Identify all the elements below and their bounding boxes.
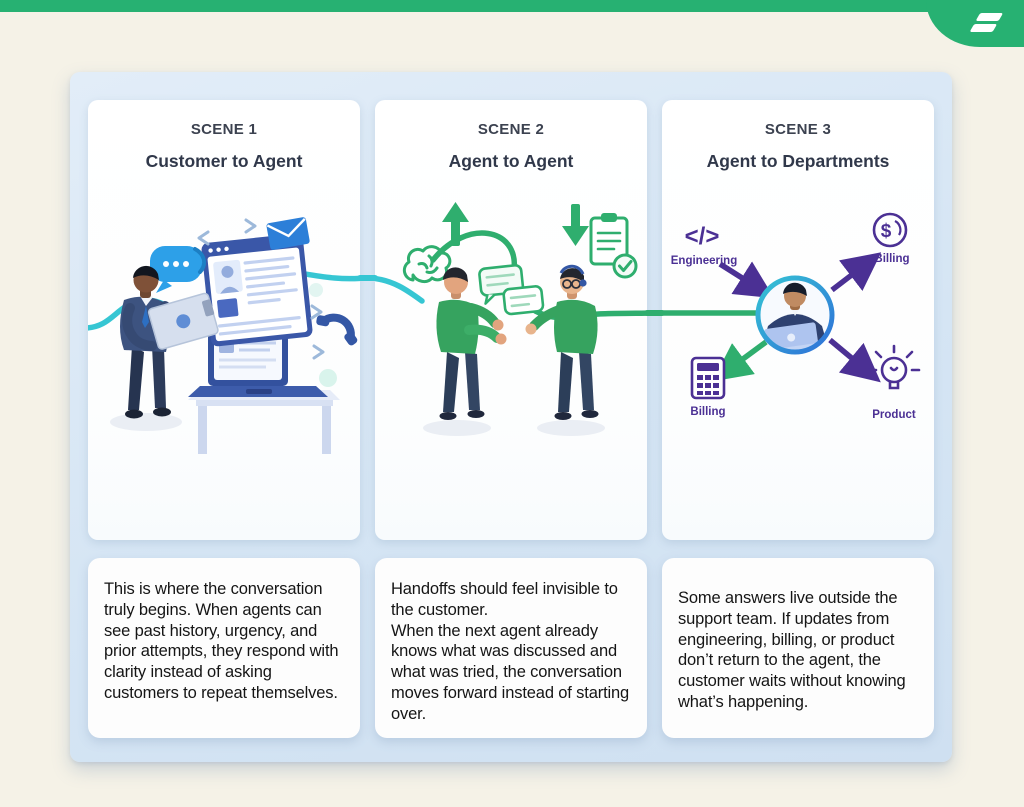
customer-figure <box>110 265 219 431</box>
main-panel: SCENE 1 Customer to Agent <box>70 72 952 762</box>
billing-calculator-icon <box>690 356 726 400</box>
flow-connector-teal <box>357 275 378 281</box>
svg-text:$: $ <box>881 221 892 242</box>
product-lightbulb-icon <box>867 344 921 390</box>
engineering-label: Engineering <box>671 255 737 267</box>
scene2-text-card: Handoffs should feel invisible to the cu… <box>375 558 647 738</box>
product-label: Product <box>872 409 916 421</box>
chat-bubble-icon <box>150 246 206 293</box>
browser-window-icon <box>201 233 313 347</box>
arrow-up-icon <box>442 202 469 246</box>
scene2-description: Handoffs should feel invisible to the cu… <box>391 580 630 723</box>
brand-stripes-icon <box>969 13 1004 34</box>
scene3-illustration: </> Engineering $ Billing <box>662 178 934 540</box>
scene1-illustration <box>88 178 360 540</box>
billing-bottom-label: Billing <box>690 406 725 418</box>
scene1-title: Customer to Agent <box>145 151 303 171</box>
department-arrows <box>712 252 882 383</box>
flow-connector-green <box>644 310 665 316</box>
billing-dollar-icon: $ <box>872 212 908 248</box>
scene1-text-card: This is where the conversation truly beg… <box>88 558 360 738</box>
scene3-text-card: Some answers live outside the support te… <box>662 558 934 738</box>
scene2-illustration <box>375 178 647 540</box>
top-bar <box>0 0 1024 12</box>
scene2-title: Agent to Agent <box>448 151 574 171</box>
handoff-chat-icon <box>478 264 545 316</box>
scene2-header: SCENE 2 Agent to Agent <box>375 100 647 178</box>
checklist-icon <box>589 213 638 279</box>
chevron-arrows-icon <box>197 218 325 360</box>
brain-icon <box>402 245 452 284</box>
arrow-down-icon <box>562 204 589 246</box>
scene3-header: SCENE 3 Agent to Departments <box>662 100 934 178</box>
scene1-label: SCENE 1 <box>190 121 258 138</box>
agent-figure-2 <box>525 264 605 436</box>
agent-figure-1 <box>423 267 507 436</box>
logo-tab <box>926 0 1024 47</box>
scene1-header: SCENE 1 Customer to Agent <box>88 100 360 178</box>
scene3-description: Some answers live outside the support te… <box>678 589 906 711</box>
flow-line-teal-in <box>375 275 425 304</box>
phone-icon <box>316 313 358 346</box>
code-icon: </> <box>685 223 720 250</box>
desk <box>188 390 340 454</box>
scene1-description: This is where the conversation truly beg… <box>104 580 339 702</box>
scene2-card: SCENE 2 Agent to Agent <box>375 100 647 540</box>
scene1-card: SCENE 1 Customer to Agent <box>88 100 360 540</box>
email-icon <box>266 217 310 250</box>
scene3-label: SCENE 3 <box>764 121 832 138</box>
scene2-label: SCENE 2 <box>477 121 545 138</box>
scene3-card: SCENE 3 Agent to Departments <box>662 100 934 540</box>
scene3-title: Agent to Departments <box>706 151 890 171</box>
central-agent <box>755 275 835 355</box>
billing-top-label: Billing <box>874 253 909 265</box>
